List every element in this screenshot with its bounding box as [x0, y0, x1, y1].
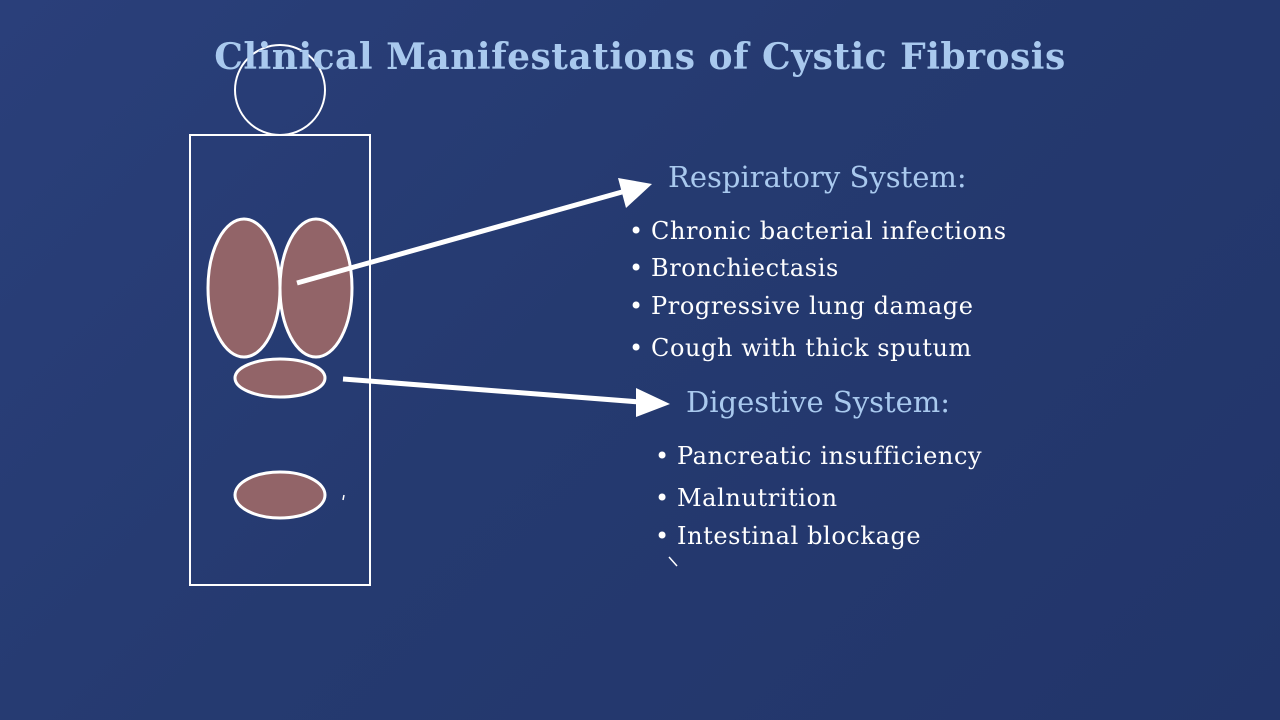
- digestive-item: •Pancreatic insufficiency: [655, 442, 982, 470]
- digestive-item-text: Pancreatic insufficiency: [677, 442, 983, 470]
- respiratory-arrow-shaft: [296, 189, 623, 286]
- respiratory-item-text: Chronic bacterial infections: [651, 217, 1007, 245]
- bullet-dot: •: [629, 217, 644, 245]
- respiratory-item-text: Progressive lung damage: [651, 292, 974, 320]
- respiratory-item-text: Cough with thick sputum: [651, 334, 972, 362]
- digestive-item-text: Intestinal blockage: [677, 522, 922, 550]
- digestive-item: •Intestinal blockage: [655, 522, 921, 550]
- left-lung: [206, 217, 282, 359]
- right-lung: [278, 217, 354, 359]
- slide-title: Clinical Manifestations of Cystic Fibros…: [214, 36, 1066, 78]
- bullet-dot: •: [655, 442, 670, 470]
- bullet-dot: •: [655, 484, 670, 512]
- respiratory-item: •Chronic bacterial infections: [629, 217, 1007, 245]
- stray-mark: [668, 556, 678, 567]
- respiratory-heading: Respiratory System:: [668, 160, 967, 194]
- respiratory-item: •Progressive lung damage: [629, 292, 974, 320]
- intestine-organ: [233, 470, 327, 520]
- digestive-item: •Malnutrition: [655, 484, 838, 512]
- digestive-arrow-head: [636, 388, 670, 417]
- respiratory-arrow-head: [618, 178, 652, 208]
- bullet-dot: •: [629, 292, 644, 320]
- bullet-dot: •: [629, 334, 644, 362]
- bullet-dot: •: [629, 254, 644, 282]
- digestive-arrow-shaft: [342, 376, 641, 405]
- respiratory-item-text: Bronchiectasis: [651, 254, 839, 282]
- respiratory-item: •Bronchiectasis: [629, 254, 839, 282]
- digestive-heading: Digestive System:: [686, 385, 951, 419]
- pancreas-organ: [233, 357, 327, 399]
- stray-mark: [342, 494, 345, 501]
- bullet-dot: •: [655, 522, 670, 550]
- digestive-item-text: Malnutrition: [677, 484, 838, 512]
- figure-torso: [189, 134, 371, 586]
- respiratory-item: •Cough with thick sputum: [629, 334, 972, 362]
